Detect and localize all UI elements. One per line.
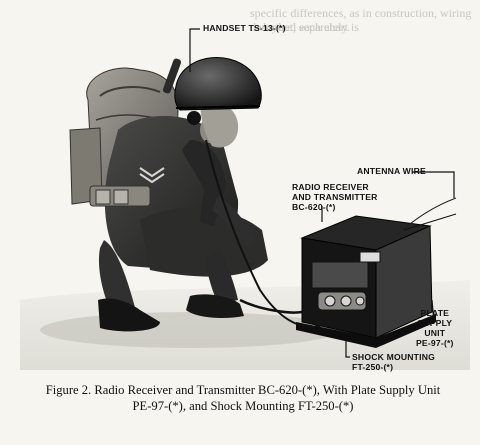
antenna-wire — [397, 197, 457, 235]
label-radio-line-3: BC-620-(*) — [292, 202, 336, 212]
label-radio-receiver: RADIO RECEIVER AND TRANSMITTER BC-620-(*… — [292, 182, 378, 212]
shock-leader — [345, 340, 350, 358]
plate-leader — [431, 299, 435, 323]
figure-caption: Figure 2. Radio Receiver and Transmitter… — [18, 382, 468, 414]
handset-leader — [189, 28, 200, 72]
soldier — [89, 57, 268, 332]
figure-photo — [20, 28, 470, 370]
label-antenna-wire: ANTENNA WIRE — [357, 166, 426, 176]
label-radio-line-2: AND TRANSMITTER — [292, 192, 378, 202]
antenna-leader — [412, 171, 455, 198]
caption-line-1: Figure 2. Radio Receiver and Transmitter… — [45, 383, 441, 397]
power-cable — [239, 298, 303, 314]
handset-cord — [205, 139, 321, 328]
label-plate-line-3: UNIT — [424, 328, 446, 338]
page-text-line-2: described separately. — [250, 20, 350, 34]
label-shock-line-1: SHOCK MOUNTING — [352, 352, 436, 362]
label-radio-line-1: RADIO RECEIVER — [292, 182, 369, 192]
callout-lines — [189, 28, 455, 358]
radio-set — [296, 213, 457, 348]
label-shock-line-2: FT-250-(*) — [352, 362, 394, 372]
label-plate-supply: PLATE SUPPLY UNIT PE-97-(*) — [416, 308, 454, 348]
page-text-line-1: specific differences, as in construction… — [250, 6, 472, 34]
label-plate-line-2: SUPPLY — [417, 318, 453, 328]
label-shock-mounting: SHOCK MOUNTING FT-250-(*) — [352, 352, 435, 372]
ground-shadow — [40, 312, 340, 348]
caption-line-2: PE-97-(*), and Shock Mounting FT-250-(*) — [132, 399, 354, 413]
label-plate-line-4: PE-97-(*) — [416, 338, 454, 348]
label-handset: HANDSET TS-13-(*) — [203, 23, 286, 33]
faded-page-text: specific differences, as in construction… — [0, 0, 480, 38]
label-plate-line-1: PLATE — [420, 308, 450, 318]
